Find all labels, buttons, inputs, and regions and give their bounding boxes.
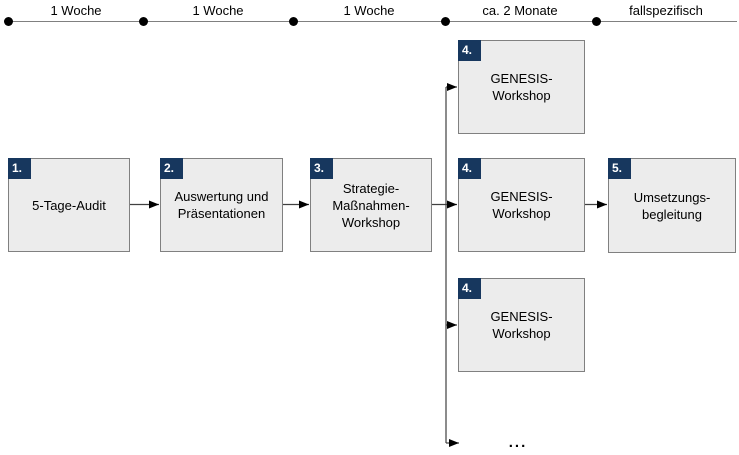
step-label: Umsetzungs- begleitung <box>633 189 711 222</box>
step-box-strategie-workshop: 3. Strategie- Maßnahmen- Workshop <box>310 158 432 252</box>
timeline-dot <box>4 17 13 26</box>
step-number-badge: 5. <box>608 158 631 179</box>
step-box-genesis-workshop-top: 4. GENESIS- Workshop <box>458 40 585 134</box>
step-box-auswertung: 2. Auswertung und Präsentationen <box>160 158 283 252</box>
timeline-dot <box>592 17 601 26</box>
timeline-line <box>8 21 737 22</box>
timeline-dot <box>289 17 298 26</box>
step-number-badge: 4. <box>458 278 481 299</box>
step-number-badge: 4. <box>458 40 481 61</box>
step-label: 5-Tage-Audit <box>32 197 106 213</box>
step-number-badge: 3. <box>310 158 333 179</box>
step-label: Strategie- Maßnahmen- Workshop <box>332 180 410 230</box>
step-label: GENESIS- Workshop <box>490 189 553 221</box>
step-number-badge: 1. <box>8 158 31 179</box>
timeline-label: 1 Woche <box>192 3 244 18</box>
timeline-dot <box>139 17 148 26</box>
step-label: GENESIS- Workshop <box>490 309 553 341</box>
step-box-genesis-workshop-bottom: 4. GENESIS- Workshop <box>458 278 585 372</box>
step-number-badge: 2. <box>160 158 183 179</box>
timeline-label: ca. 2 Monate <box>482 3 558 18</box>
timeline-label: fallspezifisch <box>629 3 703 18</box>
step-label: GENESIS- Workshop <box>490 71 553 103</box>
timeline-label: 1 Woche <box>343 3 395 18</box>
step-number-badge: 4. <box>458 158 481 179</box>
timeline-dot <box>441 17 450 26</box>
step-box-genesis-workshop-middle: 4. GENESIS- Workshop <box>458 158 585 252</box>
step-label: Auswertung und Präsentationen <box>174 189 269 221</box>
step-box-umsetzungsbegleitung: 5. Umsetzungs- begleitung <box>608 158 736 253</box>
timeline-label: 1 Woche <box>50 3 102 18</box>
step-box-audit: 1. 5-Tage-Audit <box>8 158 130 252</box>
more-workshops-ellipsis: ... <box>508 434 528 451</box>
